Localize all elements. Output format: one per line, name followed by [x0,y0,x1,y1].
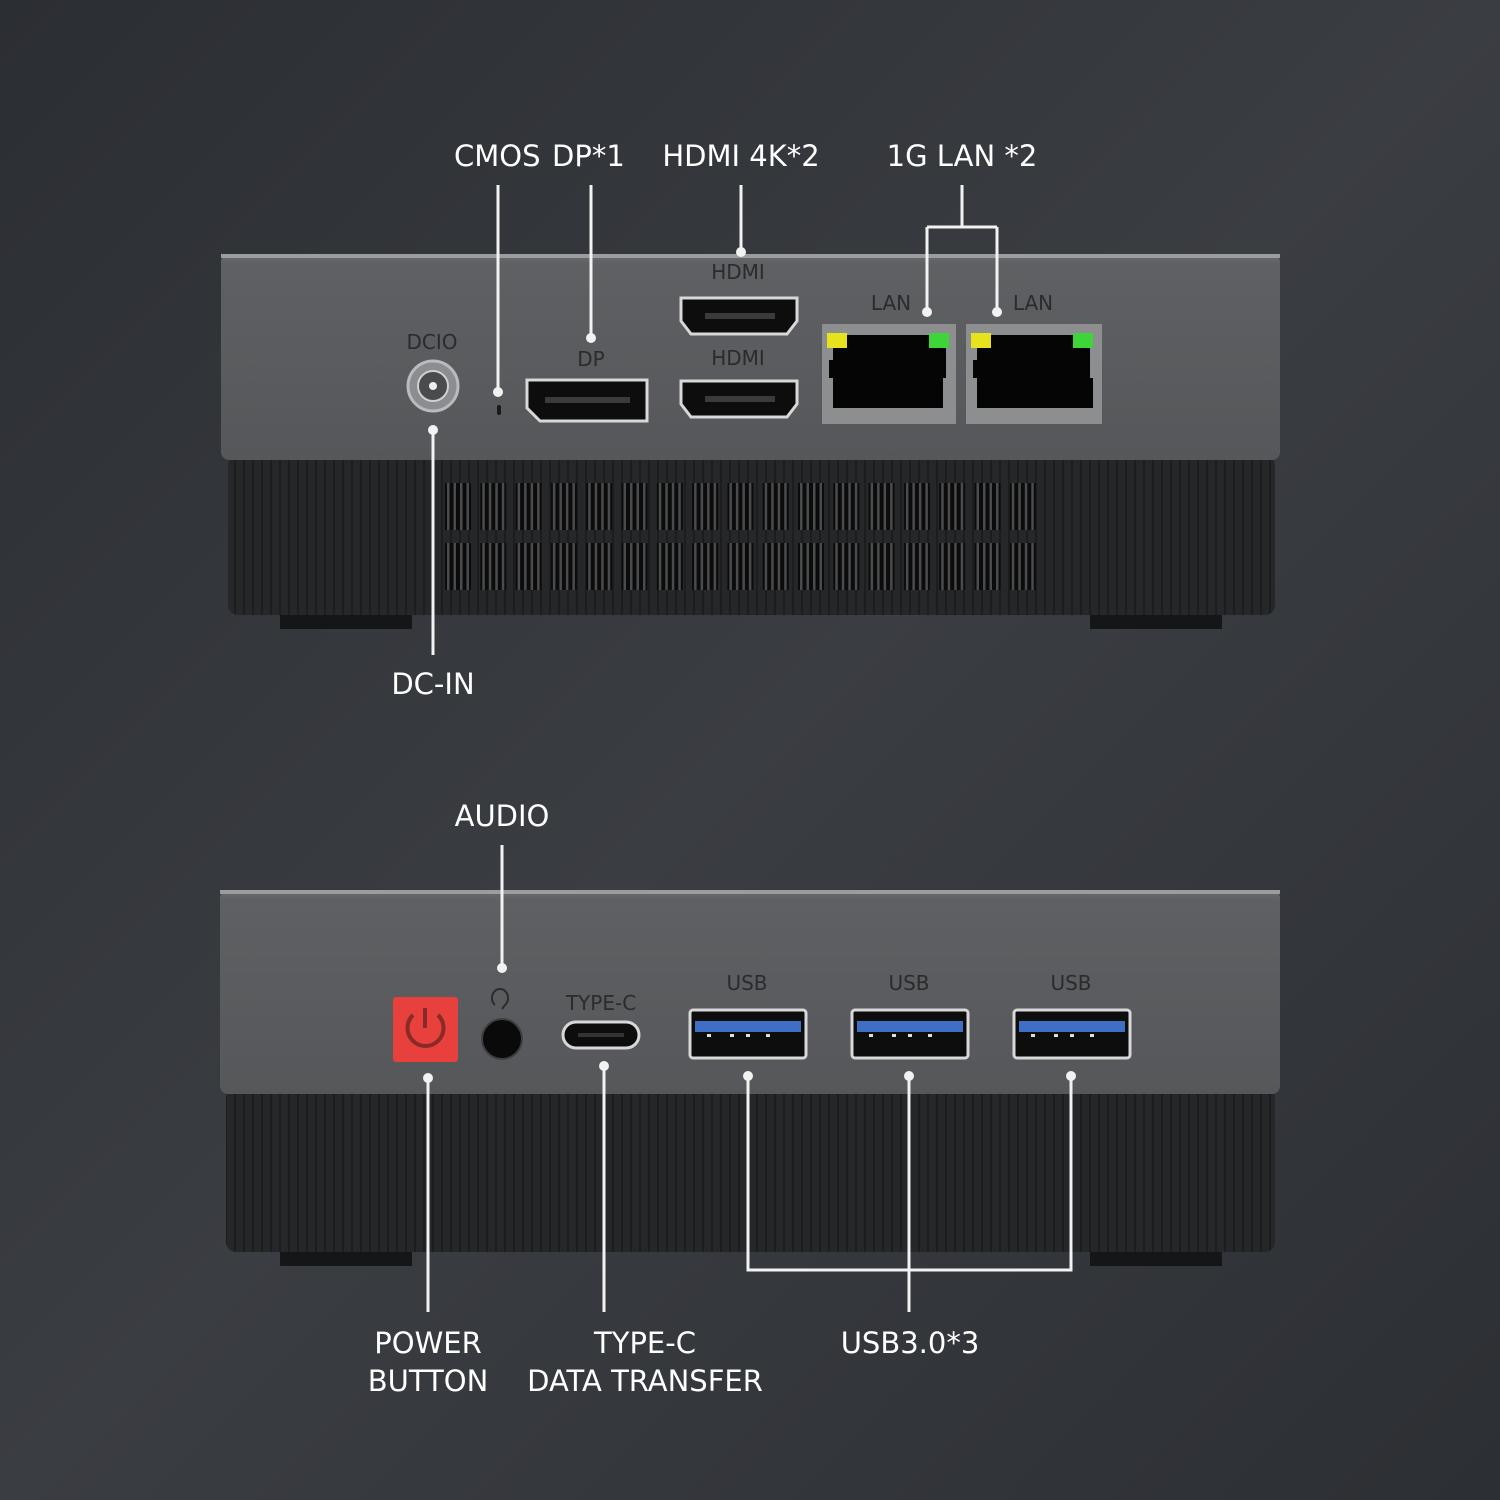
power-button[interactable] [393,997,458,1062]
power-icon [405,1013,446,1048]
lan-port-2 [966,324,1102,424]
displayport [525,378,649,423]
callout-audio: AUDIO [455,799,550,833]
vent-slot [621,483,648,530]
usb-port-2 [850,1008,970,1060]
vent-slot [1009,483,1036,530]
vent-slot [868,483,895,530]
usb-port-1 [688,1008,808,1060]
top-device-rear-view: DCIO DP HDMI HDMI LAN [221,139,1280,701]
callout-dp: DP*1 [552,139,625,173]
callout-typec-line2: DATA TRANSFER [527,1364,763,1398]
heatsink-fins [228,455,1275,615]
vent-slot [445,543,471,590]
vent-slot [515,543,542,590]
vent-slot [903,483,930,530]
port-label-usb-3: USB [1050,971,1091,995]
port-label-type-c: TYPE-C [565,991,636,1015]
port-label-hdmi-top: HDMI [711,260,765,284]
callout-lan: 1G LAN *2 [887,139,1038,173]
port-label-dp: DP [577,347,604,371]
lan-port-1 [822,324,956,424]
port-label-lan-2: LAN [1013,291,1053,315]
port-label-dcio: DCIO [406,330,457,354]
vent-grille [445,483,1036,590]
bottom-device-front-view: TYPE-C USB USB USB AUDIO POWER BUTTON TY… [220,799,1280,1398]
cmos-pinhole [497,405,501,415]
vent-slot [974,483,1001,530]
vent-slot [586,543,613,590]
vent-slot [798,543,824,590]
vent-slot [515,483,542,530]
vent-slot [445,483,471,530]
vent-slot [727,483,754,530]
vent-slot [833,543,860,590]
dc-in-port [406,359,460,413]
callout-power-line2: BUTTON [368,1364,489,1398]
vent-slot [480,543,507,590]
audio-jack [481,987,523,1060]
headphone-icon [491,987,509,1010]
vent-slot [868,543,895,590]
callout-typec-line1: TYPE-C [593,1326,696,1360]
callout-usb: USB3.0*3 [841,1326,980,1360]
leader-lines-bottom [423,845,1076,1312]
hdmi-port-top [679,296,799,336]
vent-slot [939,543,966,590]
vent-slot [974,543,1001,590]
vent-slot [550,543,577,590]
vent-slot [586,483,613,530]
leader-lines-top [428,185,1002,655]
vent-slot [903,543,930,590]
vent-slot [833,483,860,530]
type-c-port [561,1020,641,1050]
port-label-lan-1: LAN [871,291,911,315]
port-label-hdmi-bottom: HDMI [711,346,765,370]
vent-slot [798,483,824,530]
vent-slot [480,483,507,530]
vent-slot [550,483,577,530]
vent-slot [656,483,683,530]
vent-slot [1009,543,1036,590]
vent-slot [727,543,754,590]
callout-cmos: CMOS [454,139,541,173]
vent-slot [762,543,789,590]
callout-power-line1: POWER [374,1326,481,1360]
heatsink-fins [226,1088,1275,1252]
vent-slot [656,543,683,590]
callout-hdmi: HDMI 4K*2 [662,139,819,173]
hdmi-port-bottom [679,379,799,419]
vent-slot [939,483,966,530]
usb-port-3 [1012,1008,1132,1060]
vent-slot [762,483,789,530]
vent-slot [692,483,719,530]
callout-dc-in: DC-IN [391,667,474,701]
vent-slot [621,543,648,590]
vent-slot [692,543,719,590]
port-label-usb-1: USB [726,971,767,995]
port-label-usb-2: USB [888,971,929,995]
